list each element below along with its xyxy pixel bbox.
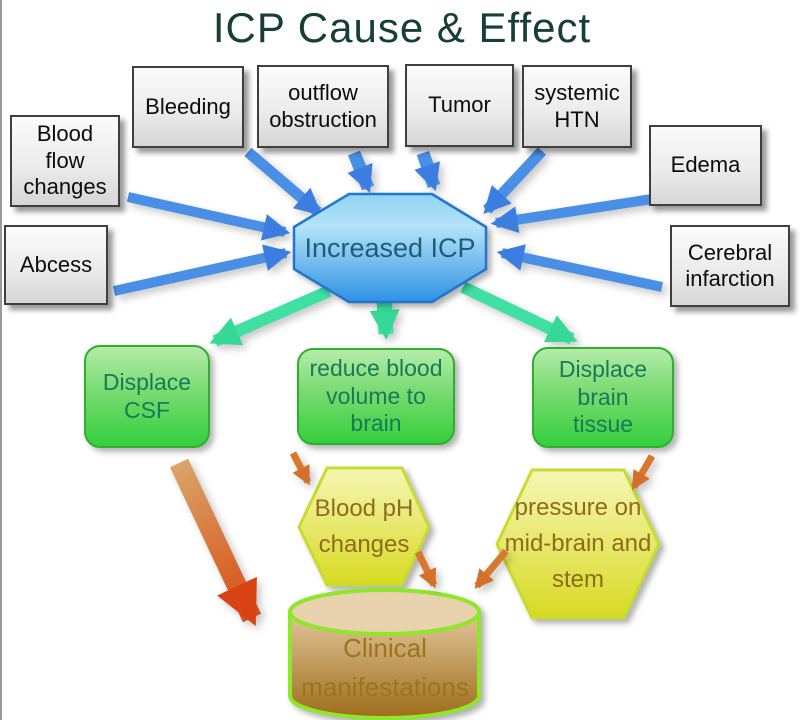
arrow-tumor-to-icp [414, 150, 441, 192]
page-title: ICP Cause & Effect [212, 4, 592, 51]
effect-box-displace-csf: Displace CSF [84, 345, 210, 448]
arrow-reduce-blood-to-blood-ph [289, 451, 312, 486]
secondary-effect-nodes [297, 466, 661, 620]
cause-box-edema: Edema [649, 125, 762, 206]
arrow-edema-to-icp [490, 194, 653, 234]
pressure-midbrain-hexagon-shape [495, 468, 661, 620]
cause-label: Abcess [19, 251, 93, 277]
cause-box-abcess: Abcess [4, 225, 108, 305]
effect-box-reduce-blood-volume: reduce blood volume to brain [297, 348, 455, 445]
arrow-cerebral-infarction-to-icp [496, 244, 664, 292]
effect-label: Displace CSF [102, 368, 192, 423]
arrow-icp-to-displace-csf [209, 285, 332, 347]
cause-label: Edema [670, 152, 741, 178]
arrow-bleeding-to-icp [244, 147, 323, 217]
secondary-arrows-group [289, 451, 656, 589]
blood-ph-hexagon-shape [297, 466, 431, 587]
effect-label: reduce blood volume to brain [309, 355, 443, 437]
cause-label: Bleeding [145, 93, 231, 119]
cause-box-outflow-obstruction: outflow obstruction [257, 65, 389, 148]
cause-box-cerebral-infarction: Cerebral infarction [670, 225, 790, 307]
arrow-displace-brain-to-pressure [630, 454, 656, 491]
arrow-icp-to-reduce-blood-volume [369, 299, 400, 340]
increased-icp-node [292, 192, 488, 304]
arrow-blood-ph-to-clinical [414, 550, 438, 589]
cause-box-blood-flow-changes: Blood flow changes [10, 115, 120, 207]
cause-arrows-group [112, 147, 664, 296]
cylinder-body-shape [288, 610, 481, 720]
arrow-abcess-to-icp [112, 244, 292, 296]
cause-box-systemic-htn: systemic HTN [522, 65, 632, 148]
effect-arrows-group [209, 281, 578, 347]
effect-label: Displace brain tissue [558, 356, 648, 438]
cause-label: outflow obstruction [269, 80, 377, 132]
clinical-manifestations-node [288, 588, 481, 720]
increased-icp-octagon-shape [292, 192, 488, 304]
arrow-outflow-obstruction-to-icp [347, 150, 375, 194]
cause-box-tumor: Tumor [405, 64, 514, 147]
cause-box-bleeding: Bleeding [132, 66, 244, 148]
arrow-pressure-to-clinical [474, 548, 509, 589]
cause-label: Cerebral infarction [685, 239, 775, 291]
cause-label: Tumor [428, 92, 491, 118]
cause-label: systemic HTN [534, 80, 620, 132]
arrow-displace-csf-to-clinical [169, 458, 262, 626]
arrow-icp-to-displace-brain-tissue [460, 281, 578, 345]
outcome-arrow-group [169, 458, 262, 626]
arrow-blood-flow-changes-to-icp [126, 192, 291, 241]
cylinder-top-shape [288, 588, 481, 636]
effect-box-displace-brain-tissue: Displace brain tissue [532, 347, 674, 448]
cause-label: Blood flow changes [23, 121, 107, 200]
arrow-systemic-htn-to-icp [482, 147, 547, 214]
